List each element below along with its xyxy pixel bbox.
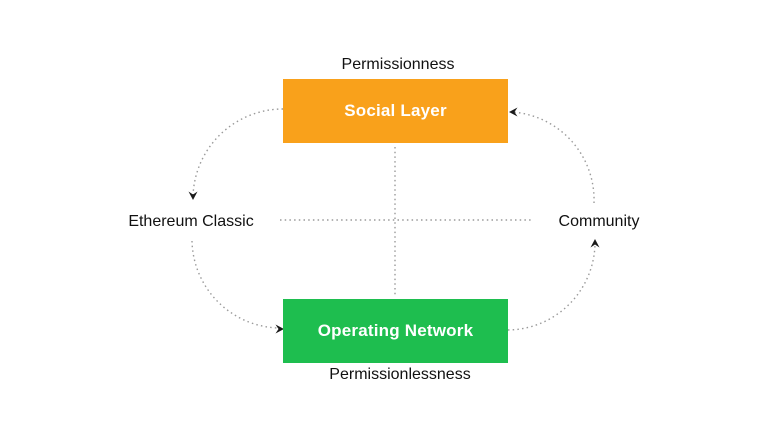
arrow-right-icon [275, 324, 284, 334]
arc-operating-to-community [507, 243, 596, 331]
right-axis-label: Community [558, 213, 640, 230]
arrow-left-icon [509, 107, 518, 117]
left-axis-label: Ethereum Classic [128, 213, 254, 230]
arrow-down-icon [188, 191, 198, 200]
bottom-axis-label: Permissionlessness [329, 366, 471, 383]
operating-network-box: Operating Network [283, 299, 508, 363]
arc-ethereum-to-operating [191, 240, 280, 329]
arrow-up-icon [590, 239, 600, 248]
arc-social-to-ethereum [192, 108, 284, 198]
top-axis-label: Permissionness [341, 56, 455, 73]
social-layer-box: Social Layer [283, 79, 508, 143]
operating-network-box-label: Operating Network [317, 321, 474, 340]
arc-community-to-social [511, 111, 595, 204]
social-layer-box-label: Social Layer [344, 101, 447, 120]
